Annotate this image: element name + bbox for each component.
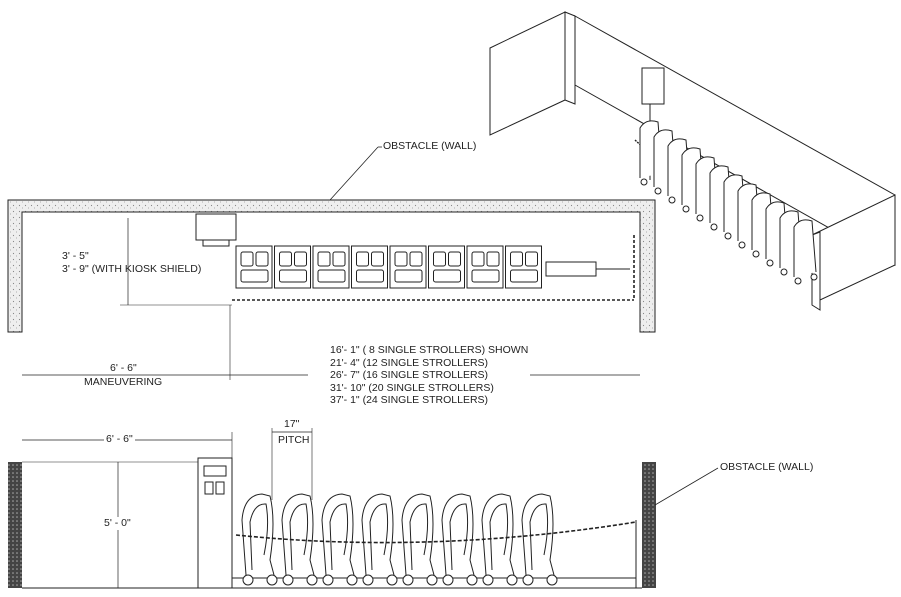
length-option: 31'- 10" (20 SINGLE STROLLERS): [330, 381, 494, 394]
stroller-elevation: [281, 493, 318, 586]
length-option: 21'- 4" (12 SINGLE STROLLERS): [330, 356, 489, 369]
stroller-elevation: [521, 493, 558, 586]
height-dim: 5' - 0": [104, 517, 131, 530]
elevation-wall-left: [8, 462, 22, 588]
stroller-iso: [793, 219, 818, 285]
stroller-plan: [351, 245, 388, 289]
pitch-dim: 17": [284, 418, 300, 430]
maneuvering-label: MANEUVERING: [84, 376, 163, 388]
pitch-label: PITCH: [278, 434, 310, 446]
depth-dim: 3' - 5": [62, 250, 89, 262]
stroller-plan: [428, 245, 465, 289]
stroller-plan: [274, 245, 311, 289]
stroller-plan: [312, 245, 350, 289]
depth-dim-kiosk: 3' - 9" (WITH KIOSK SHIELD): [62, 262, 202, 275]
length-option: 16'- 1" ( 8 SINGLE STROLLERS) SHOWN: [330, 344, 529, 356]
elevation-obstacle-label: OBSTACLE (WALL): [720, 461, 814, 473]
stroller-elevation: [481, 493, 518, 586]
stroller-elevation: [401, 493, 438, 586]
stroller-plan: [389, 245, 427, 289]
stroller-plan: [235, 245, 273, 289]
obstacle-leader: [329, 146, 379, 201]
length-option: 37'- 1" (24 SINGLE STROLLERS): [330, 394, 489, 406]
elevation-wall-right: [642, 462, 656, 588]
length-option: 26'- 7" (16 SINGLE STROLLERS): [330, 369, 489, 381]
clearance-dim: 6' - 6": [104, 433, 135, 446]
plan-strollers: [235, 245, 542, 289]
plan-obstacle-label: OBSTACLE (WALL): [383, 140, 477, 152]
stroller-plan: [466, 245, 504, 289]
elevation-strollers: [241, 493, 558, 586]
stroller-plan: [505, 245, 542, 289]
length-options: 16'- 1" ( 8 SINGLE STROLLERS) SHOWN 21'-…: [330, 344, 528, 407]
kiosk-elevation: [197, 457, 233, 589]
maneuvering-dim: 6' - 6": [110, 362, 137, 374]
depth-dimensions: 3' - 5" 3' - 9" (WITH KIOSK SHIELD): [62, 250, 201, 275]
stroller-elevation: [321, 493, 358, 586]
stroller-elevation: [361, 493, 398, 586]
kiosk-plan: [195, 213, 237, 241]
isometric-view: [489, 11, 896, 311]
stroller-elevation: [441, 493, 478, 586]
plan-wall: [7, 199, 656, 333]
stroller-elevation: [241, 493, 278, 586]
